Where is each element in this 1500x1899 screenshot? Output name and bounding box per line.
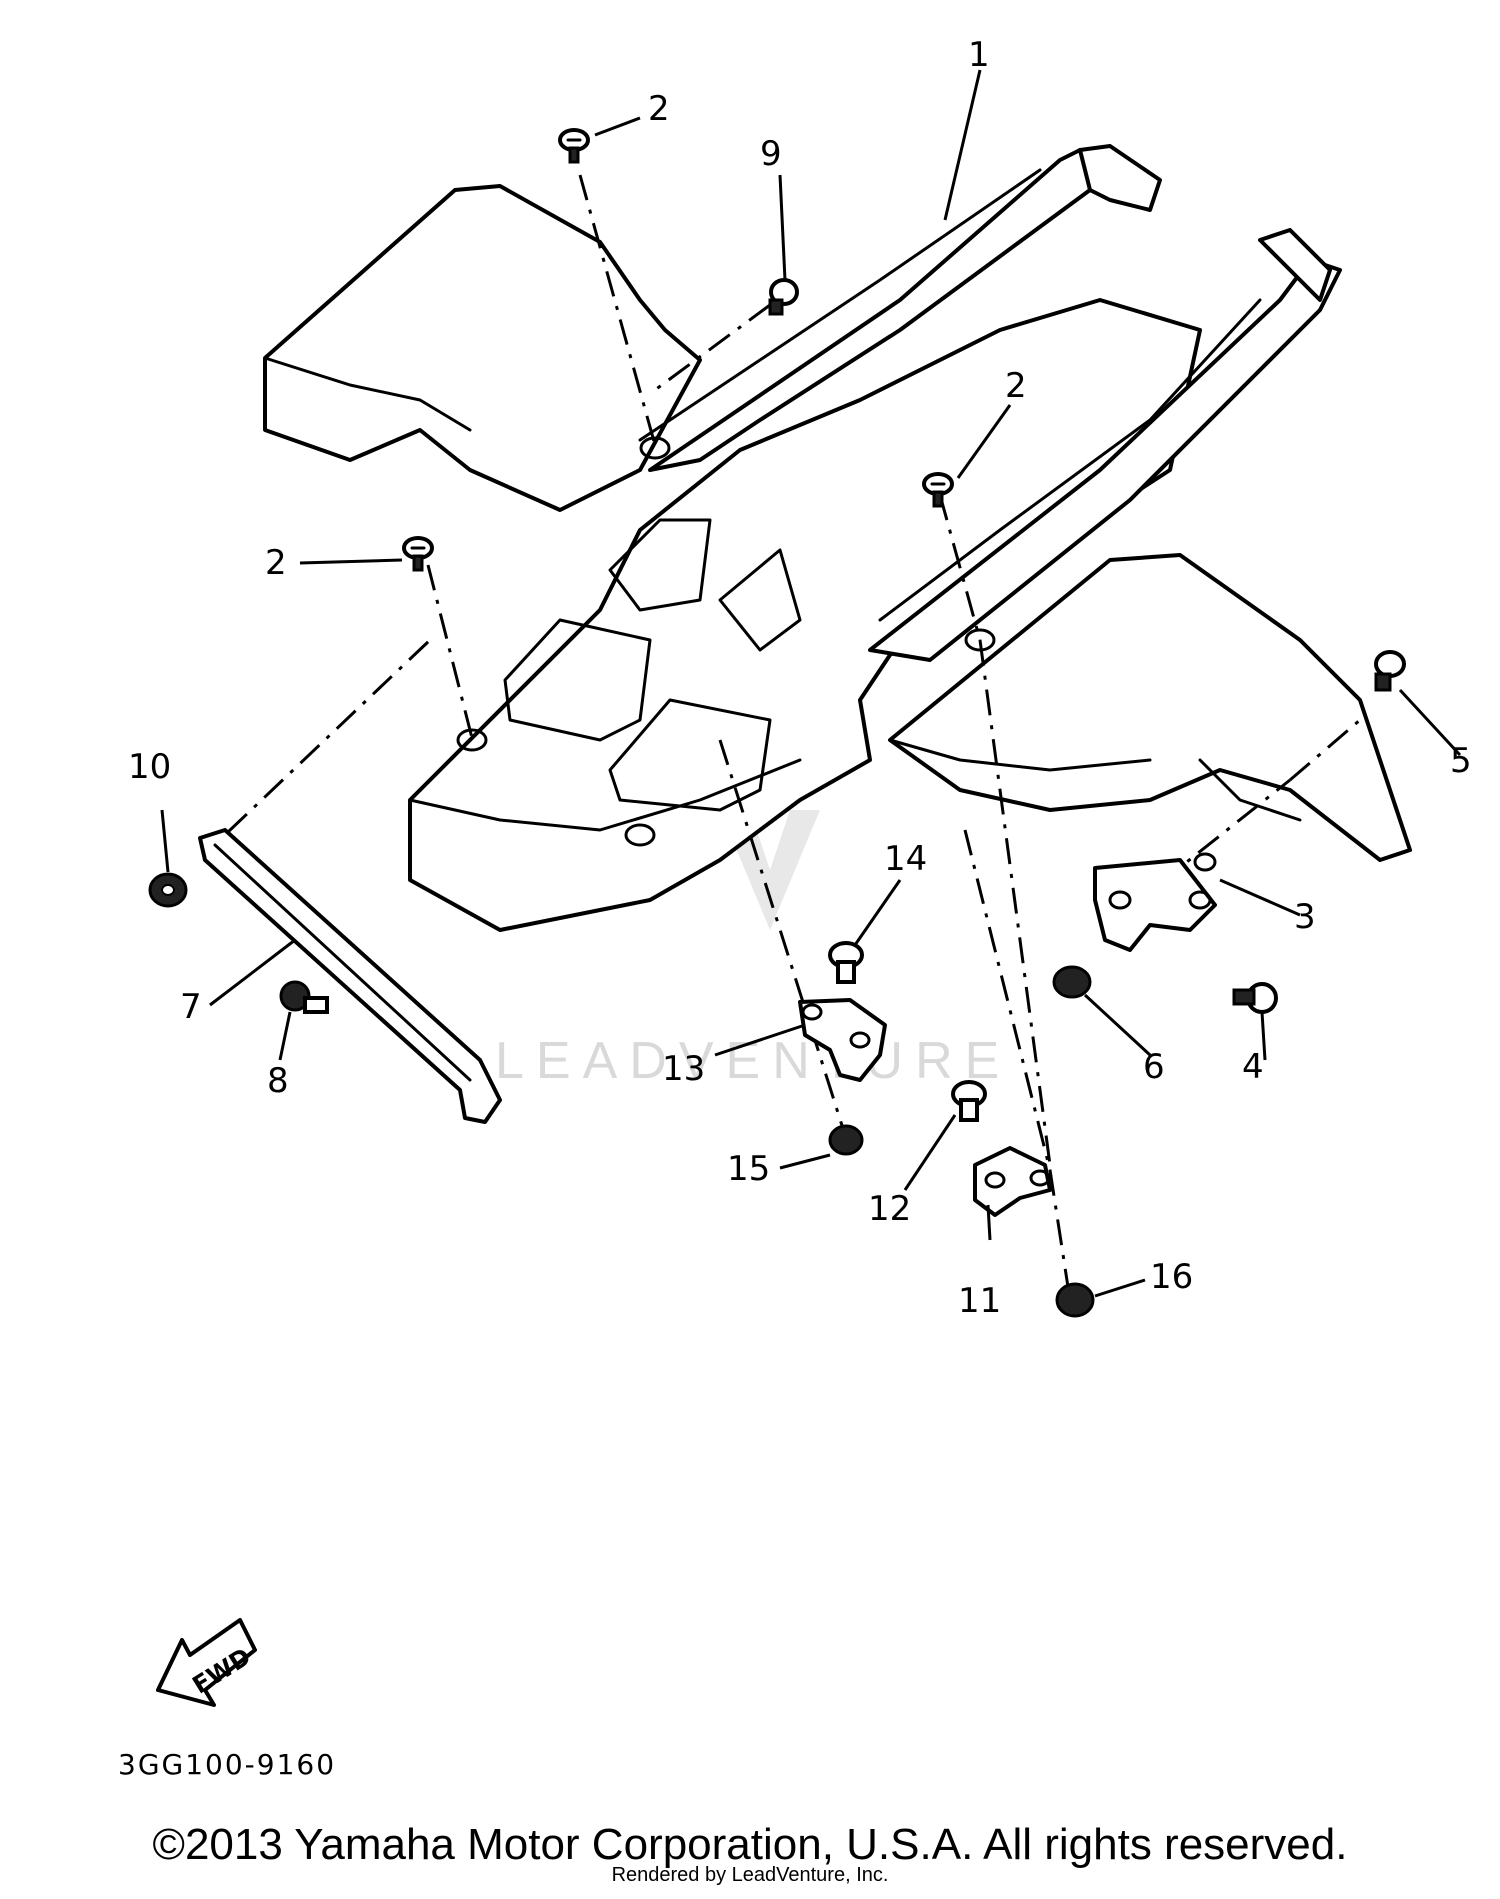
bolt-8	[279, 980, 329, 1014]
callout-13: 13	[662, 1049, 705, 1089]
bolt-14	[828, 941, 864, 984]
callout-6: 6	[1143, 1047, 1165, 1087]
fwd-arrow-icon: FWD	[156, 1618, 257, 1707]
callout-2-left: 2	[265, 543, 287, 583]
callout-12: 12	[868, 1189, 911, 1229]
leader-lines	[160, 69, 1462, 1298]
callout-16: 16	[1150, 1257, 1193, 1297]
watermark-text: LEADVENTURE	[495, 1032, 1011, 1090]
callout-11: 11	[958, 1281, 1001, 1321]
callout-1: 1	[968, 35, 990, 75]
callout-2-right: 2	[1005, 366, 1027, 406]
stay-bar	[198, 828, 502, 1124]
rendered-by-notice: Rendered by LeadVenture, Inc.	[611, 1864, 889, 1886]
nut-10	[148, 872, 188, 908]
callout-14: 14	[884, 839, 927, 879]
screw-2c	[922, 472, 954, 508]
callout-4: 4	[1242, 1047, 1264, 1087]
hardware	[148, 128, 1406, 1318]
copyright-notice: ©2013 Yamaha Motor Corporation, U.S.A. A…	[152, 1820, 1348, 1869]
bracket-11	[973, 1146, 1052, 1217]
bracket-3	[1093, 858, 1217, 952]
assembly-lines	[226, 174, 1361, 1301]
bolt-4	[1232, 982, 1278, 1014]
bolt-12	[951, 1080, 987, 1122]
callout-8: 8	[267, 1061, 289, 1101]
washer	[1193, 852, 1217, 872]
callout-15: 15	[727, 1149, 770, 1189]
rear-fender	[263, 144, 1412, 932]
callout-5: 5	[1450, 741, 1472, 781]
bolt-9	[768, 278, 799, 316]
callout-9: 9	[760, 134, 782, 174]
bracket-13	[798, 998, 887, 1082]
nut-16	[1055, 1282, 1095, 1318]
bolt-5	[1374, 650, 1406, 692]
callout-10: 10	[128, 747, 171, 787]
screw-2b	[402, 536, 434, 572]
screw-2a	[558, 128, 590, 164]
callout-labels: 1 2 2 2 3 4 5 6 7 8 9 10 11 12 13 14 15 …	[128, 35, 1472, 1321]
nut-6	[1052, 965, 1092, 999]
callout-7: 7	[180, 987, 202, 1027]
callout-2-top: 2	[648, 89, 670, 129]
diagram-part-code: 3GG100-9160	[118, 1748, 336, 1781]
nut-15	[828, 1124, 864, 1156]
callout-3: 3	[1294, 897, 1316, 937]
